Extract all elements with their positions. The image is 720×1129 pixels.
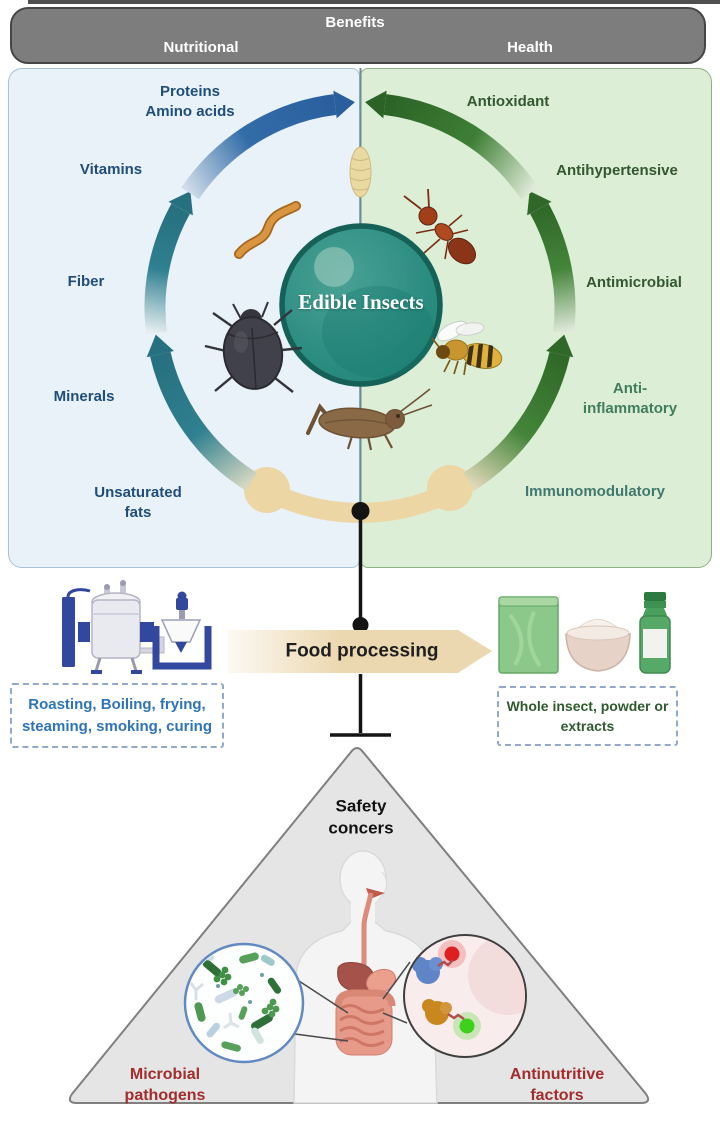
beetle-icon [204, 301, 303, 393]
tab-nutritional: Nutritional [163, 39, 239, 57]
processing-methods-note: Roasting, Boiling, frying, steaming, smo… [10, 683, 224, 748]
label-immunomodulatory: Immunomodulatory [524, 483, 666, 501]
label-antihypertensive: Antihypertensive [556, 162, 678, 180]
molecules-icon [403, 934, 527, 1058]
label-anti-inflammatory: Anti-inflammatory [582, 380, 678, 417]
processing-products-note: Whole insect, powder or extracts [497, 686, 678, 746]
label-antinutritive-factors: Antinutritive factors [509, 1065, 605, 1104]
label-fiber: Fiber [67, 273, 105, 291]
honeybee-icon [431, 320, 503, 376]
processing-equipment-icon [62, 580, 212, 674]
label-antioxidant: Antioxidant [466, 93, 550, 111]
benefit-cycle-ring [144, 90, 576, 523]
label-proteins-amino-acids: Proteins Amino acids [145, 83, 235, 120]
human-digestive-icon [293, 850, 438, 1104]
label-vitamins: Vitamins [79, 161, 143, 179]
cricket-icon [306, 388, 433, 451]
extract-bottle-icon [639, 592, 671, 674]
benefits-title: Benefits [325, 14, 385, 32]
label-minerals: Minerals [53, 388, 115, 406]
processing-methods-text: Roasting, Boiling, frying, steaming, smo… [21, 695, 213, 735]
label-microbial-pathogens: Microbial pathogens [124, 1065, 206, 1104]
edible-insects-circle [279, 223, 443, 387]
label-antimicrobial: Antimicrobial [586, 274, 682, 292]
mealworm-icon [234, 201, 301, 259]
safety-concerns-title: Safety concers [328, 796, 394, 838]
larva-icon [349, 146, 372, 198]
connector-line [330, 502, 391, 737]
microbes-icon [183, 942, 305, 1064]
zoom-wedge-lines [294, 961, 411, 1042]
ant-icon [403, 188, 476, 265]
processing-products-text: Whole insect, powder or extracts [506, 697, 669, 734]
benefits-header-bar [10, 7, 706, 64]
top-border-line [28, 0, 720, 4]
pouch-icon [498, 596, 559, 674]
tab-health: Health [507, 39, 553, 57]
label-unsaturated-fats: Unsaturated fats [94, 484, 182, 521]
food-processing-label: Food processing [285, 640, 439, 662]
food-processing-arrow-band [228, 630, 492, 673]
edible-insects-label: Edible Insects [298, 290, 424, 315]
powder-bowl-icon [565, 619, 631, 672]
